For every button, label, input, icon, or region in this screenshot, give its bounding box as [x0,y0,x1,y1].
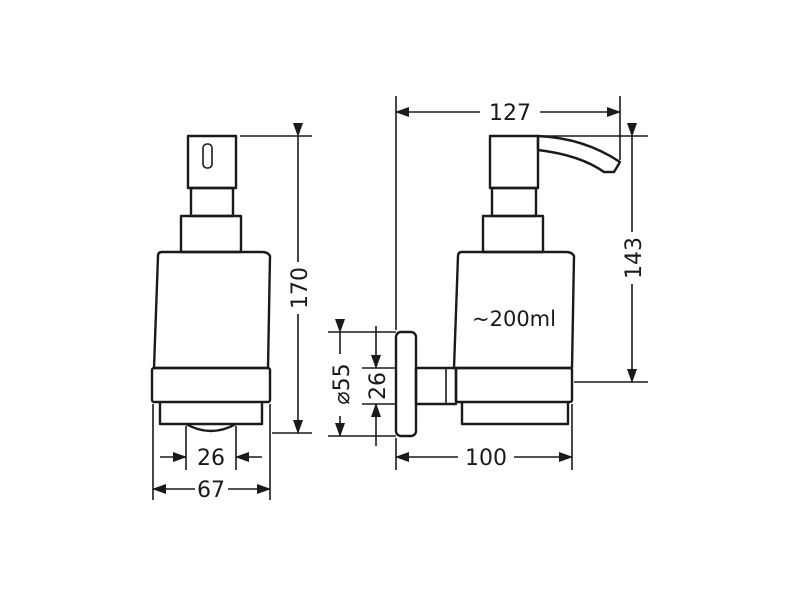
dimension-projection: 100 [395,404,573,471]
front-height-label: 170 [288,267,313,309]
front-width-label: 67 [197,478,225,503]
dimension-bracket-diameter: ⌀55 [328,319,396,437]
dimension-front-height: 170 [240,123,313,434]
capacity-label: ~200ml [472,307,556,331]
bracket-height-label: 26 [366,372,391,400]
side-view [394,134,622,438]
front-base-width-label: 26 [197,446,225,471]
dimension-bracket-height: 26 [362,326,396,446]
side-height-label: 143 [622,237,647,279]
dimension-front-base-width: 26 [160,426,262,471]
dimension-front-width: 67 [152,404,271,503]
front-view [150,134,272,433]
overall-depth-label: 127 [489,101,531,126]
projection-label: 100 [465,446,507,471]
dimension-side-height: 143 [540,123,648,383]
bracket-diameter-label: ⌀55 [330,363,355,404]
dimension-overall-depth: 127 [395,96,621,330]
